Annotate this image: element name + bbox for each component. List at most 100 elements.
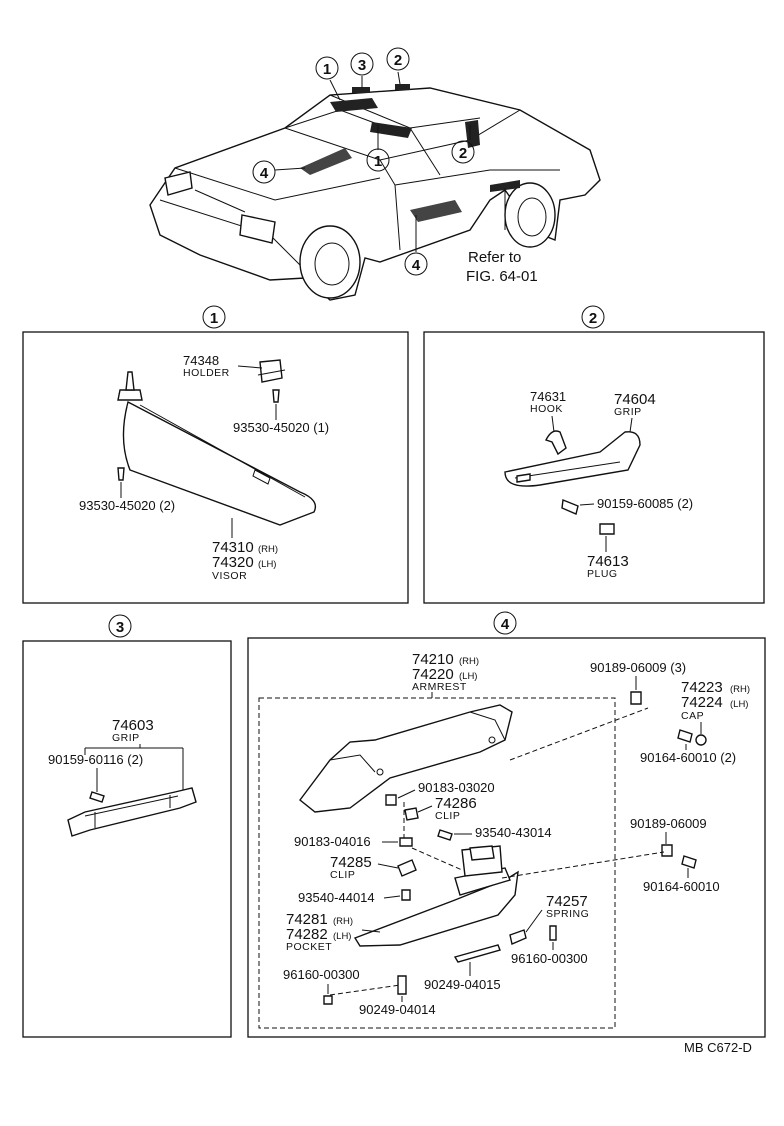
section-1-number: 1: [210, 310, 218, 327]
bolt-b-number: 90189-06009: [630, 816, 707, 831]
screw-a: [272, 389, 280, 403]
clip-00300-b-number: 96160-00300: [283, 967, 360, 982]
armrest-assembly-dashed-frame: [258, 697, 616, 1029]
armrest-part: [299, 704, 513, 813]
bolt-90189-06009-a: [630, 691, 642, 705]
section-1: 1 74348 HOLDER 93530-45020 (1) 93530-450…: [22, 305, 409, 604]
section-4-frame: [247, 637, 766, 1038]
callout-3: 3: [350, 52, 374, 76]
armrest-rh-tag: (RH): [459, 656, 479, 667]
section-3-number: 3: [116, 619, 124, 636]
footer-code: MB C672-D: [684, 1040, 752, 1055]
cap-name: CAP: [681, 710, 704, 722]
section-3-frame: [22, 640, 232, 1038]
pocket-rh-tag: (RH): [333, 916, 353, 927]
cap-rh-tag: (RH): [730, 684, 750, 695]
clip-96160-00300-a: [549, 925, 557, 941]
screw-90249-04014: [397, 975, 407, 995]
screw-93540-43014: [437, 829, 453, 841]
svg-text:3: 3: [358, 57, 366, 74]
clip-74285-name: CLIP: [330, 869, 355, 881]
screw-04015-number: 90249-04015: [424, 977, 501, 992]
screw-number-2: 90159-60085 (2): [597, 496, 693, 511]
screw-b: [117, 467, 125, 481]
grip-number-74603: 74603: [112, 717, 154, 734]
plug-number: 74613: [587, 553, 629, 570]
refer-line-2: FIG. 64-01: [466, 268, 538, 285]
svg-text:4: 4: [260, 165, 269, 182]
grip-part-74603: [67, 787, 197, 837]
refer-line-1: Refer to: [468, 249, 521, 266]
callout-1a: 1: [315, 56, 339, 80]
clip-96160-00300-b: [323, 995, 333, 1005]
cap-part: [695, 734, 707, 746]
grip-number-74604: 74604: [614, 391, 656, 408]
pocket-lh-tag: (LH): [333, 931, 351, 942]
nut-90183-04016: [399, 837, 413, 847]
visor-lh-tag: (LH): [258, 559, 276, 570]
section-2-number: 2: [589, 310, 597, 327]
callout-2b: 2: [451, 140, 475, 164]
armrest-lh-number: 74220: [412, 666, 454, 683]
screw-b-number: 93530-45020 (2): [79, 498, 175, 513]
armrest-lh-tag: (LH): [459, 671, 477, 682]
nut-90164-60010-a: [677, 729, 693, 743]
section-1-frame: [22, 331, 409, 604]
spring-number: 74257: [546, 893, 588, 910]
section-2: 2 74631 HOOK 74604 GRIP 90159-60085 (2) …: [423, 305, 765, 604]
screw-number-3: 90159-60116 (2): [48, 752, 143, 767]
holder-part: [259, 359, 283, 383]
clip-74286: [404, 807, 419, 821]
pocket-lh-number: 74282: [286, 926, 328, 943]
screw-3a: [89, 791, 105, 803]
callout-2a: 2: [386, 47, 410, 71]
hook-name: HOOK: [530, 403, 563, 415]
visor-lh-number: 74320: [212, 554, 254, 571]
section-3: 3 74603 GRIP 90159-60116 (2): [22, 614, 232, 1038]
screw-43014-number: 93540-43014: [475, 825, 552, 840]
spring-part: [509, 929, 527, 945]
nut-b-number: 90164-60010: [643, 879, 720, 894]
screw-90249-04015: [453, 944, 501, 963]
bolt-a-number: 90189-06009 (3): [590, 660, 686, 675]
clip-74286-number: 74286: [435, 795, 477, 812]
screw-93540-44014: [401, 889, 411, 901]
plug-part: [599, 523, 615, 535]
pocket-name: POCKET: [286, 941, 332, 953]
svg-text:1: 1: [374, 153, 382, 170]
armrest-name: ARMREST: [412, 681, 467, 693]
hook-part: [545, 430, 567, 456]
nut-04016-number: 90183-04016: [294, 834, 371, 849]
callout-1b: 1: [366, 148, 390, 172]
visor-rh-number: 74310: [212, 539, 254, 556]
holder-number: 74348: [183, 353, 219, 368]
overview-callouts: 1 3 2 4 1 2 4: [252, 47, 475, 276]
visor-name: VISOR: [212, 570, 247, 582]
clip-74286-name: CLIP: [435, 810, 460, 822]
clip-74285-number: 74285: [330, 854, 372, 871]
spring-name: SPRING: [546, 908, 589, 920]
callout-4b: 4: [404, 252, 428, 276]
visor-rh-tag: (RH): [258, 544, 278, 555]
screw-04014-number: 90249-04014: [359, 1002, 436, 1017]
svg-text:2: 2: [459, 145, 467, 162]
cap-lh-number: 74224: [681, 694, 723, 711]
cap-lh-tag: (LH): [730, 699, 748, 710]
section-2-frame: [423, 331, 765, 604]
callout-4a: 4: [252, 160, 276, 184]
svg-text:4: 4: [412, 257, 421, 274]
pocket-part: [353, 870, 519, 947]
plug-name: PLUG: [587, 568, 618, 580]
grip-name-74603: GRIP: [112, 732, 140, 744]
section-4-number: 4: [501, 616, 510, 633]
clip-00300-a-number: 96160-00300: [511, 951, 588, 966]
screw-44014-number: 93540-44014: [298, 890, 375, 905]
nut-03020-number: 90183-03020: [418, 780, 495, 795]
section-4: 4 7: [247, 611, 766, 1038]
holder-name: HOLDER: [183, 367, 230, 379]
grip-part-74604: [504, 431, 641, 487]
screw-part-2: [561, 499, 579, 515]
bolt-90189-06009-b: [661, 844, 673, 857]
screw-a-number: 93530-45020 (1): [233, 420, 329, 435]
